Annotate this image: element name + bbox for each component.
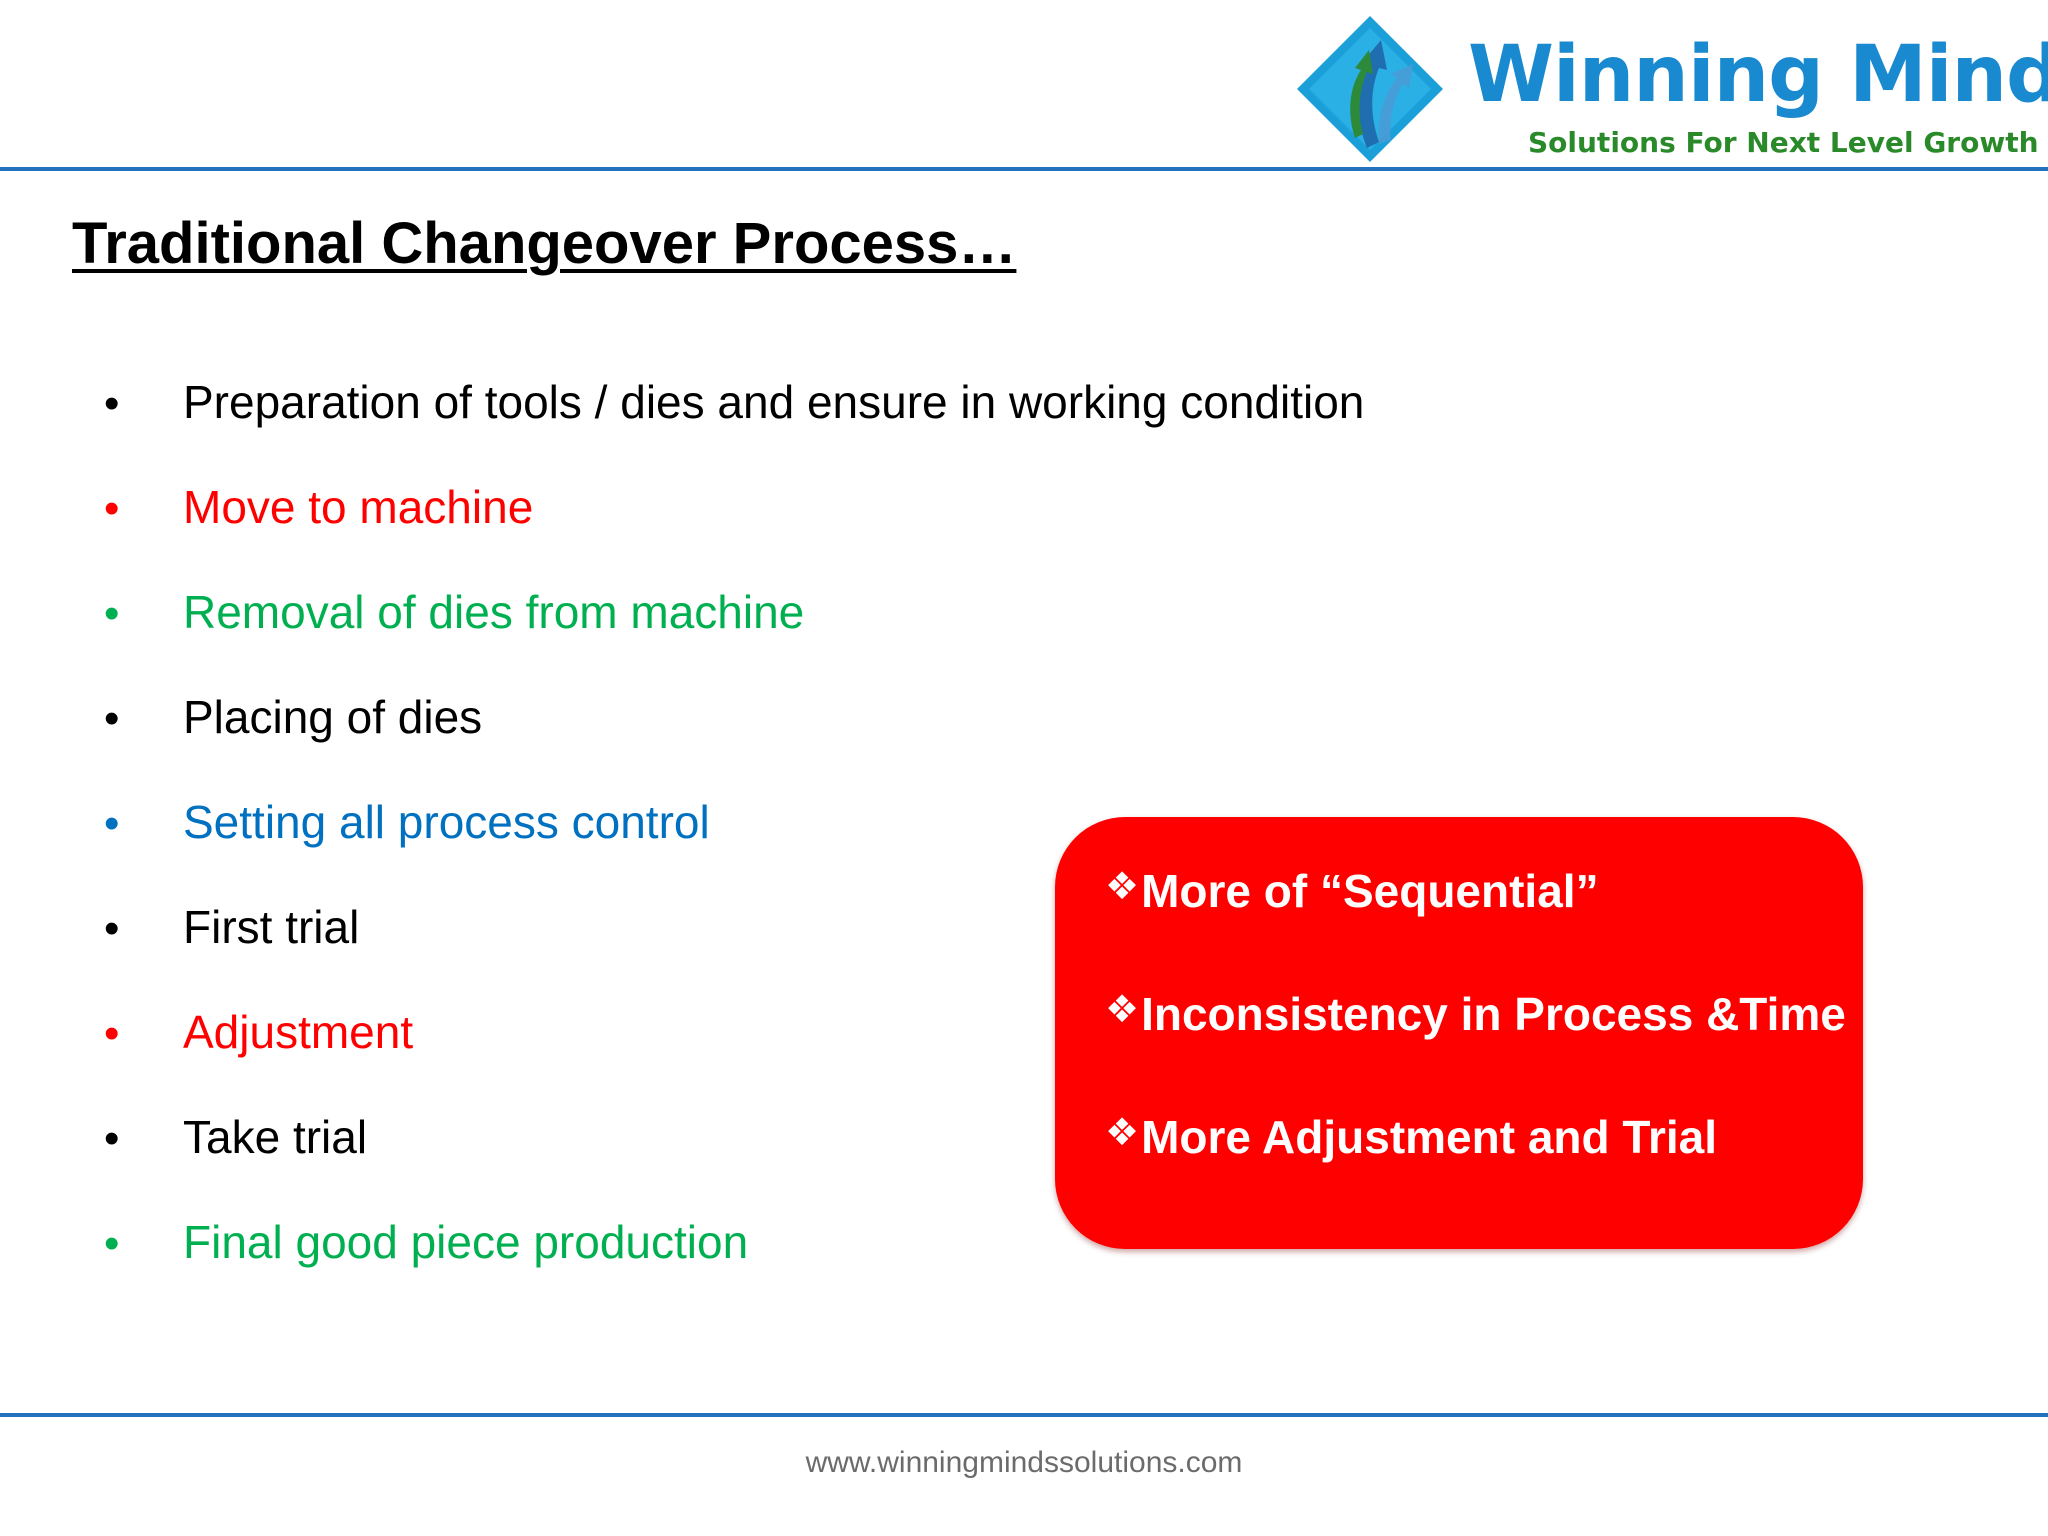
bullet-dot-icon: • — [104, 694, 120, 743]
bullet-dot-icon: • — [104, 484, 120, 533]
winning-minds-logo-icon — [1297, 16, 1443, 162]
callout-item: ❖Inconsistency in Process &Time — [1105, 990, 1846, 1037]
callout-box: ❖More of “Sequential” ❖Inconsistency in … — [1055, 817, 1863, 1249]
diamond-bullet-icon: ❖ — [1105, 1110, 1140, 1154]
bullet-item: • Final good piece production — [0, 1208, 1500, 1313]
bullet-text: Placing of dies — [183, 691, 483, 743]
bullet-text: Take trial — [183, 1111, 368, 1163]
footer-rule — [0, 1413, 2048, 1417]
header-rule — [0, 167, 2048, 171]
logo-name: Winning Minds — [1468, 30, 2048, 120]
bullet-item: • First trial — [0, 893, 1500, 998]
bullet-text: Preparation of tools / dies and ensure i… — [183, 376, 1365, 428]
bullet-item: • Preparation of tools / dies and ensure… — [0, 368, 1500, 473]
bullet-dot-icon: • — [104, 799, 120, 848]
bullet-dot-icon: • — [104, 1114, 120, 1163]
bullet-item: • Placing of dies — [0, 683, 1500, 788]
bullet-text: Final good piece production — [183, 1216, 749, 1268]
bullet-item: • Adjustment — [0, 998, 1500, 1103]
diamond-bullet-icon: ❖ — [1105, 987, 1140, 1031]
footer-url: www.winningmindssolutions.com — [805, 1446, 1243, 1479]
bullet-item: • Setting all process control — [0, 788, 1500, 893]
logo: Winning Minds Solutions For Next Level G… — [1295, 14, 2048, 164]
bullet-text: First trial — [183, 901, 360, 953]
bullet-list: • Preparation of tools / dies and ensure… — [0, 368, 1500, 1313]
callout-item-text: Inconsistency in Process &Time — [1141, 988, 1846, 1040]
bullet-text: Removal of dies from machine — [183, 586, 805, 638]
bullet-dot-icon: • — [104, 1219, 120, 1268]
logo-tagline: Solutions For Next Level Growth — [1528, 126, 2039, 159]
bullet-dot-icon: • — [104, 1009, 120, 1058]
bullet-dot-icon: • — [104, 589, 120, 638]
callout-item: ❖More Adjustment and Trial — [1105, 1113, 1717, 1160]
bullet-text: Adjustment — [183, 1006, 414, 1058]
bullet-dot-icon: • — [104, 379, 120, 428]
callout-item-text: More Adjustment and Trial — [1141, 1111, 1717, 1163]
callout-item-text: More of “Sequential” — [1141, 865, 1599, 917]
bullet-text: Move to machine — [183, 481, 534, 533]
bullet-item: • Take trial — [0, 1103, 1500, 1208]
bullet-item: • Removal of dies from machine — [0, 578, 1500, 683]
callout-item: ❖More of “Sequential” — [1105, 867, 1599, 914]
bullet-item: • Move to machine — [0, 473, 1500, 578]
slide-title: Traditional Changeover Process… — [72, 211, 1017, 276]
diamond-bullet-icon: ❖ — [1105, 864, 1140, 908]
bullet-dot-icon: • — [104, 904, 120, 953]
bullet-text: Setting all process control — [183, 796, 710, 848]
